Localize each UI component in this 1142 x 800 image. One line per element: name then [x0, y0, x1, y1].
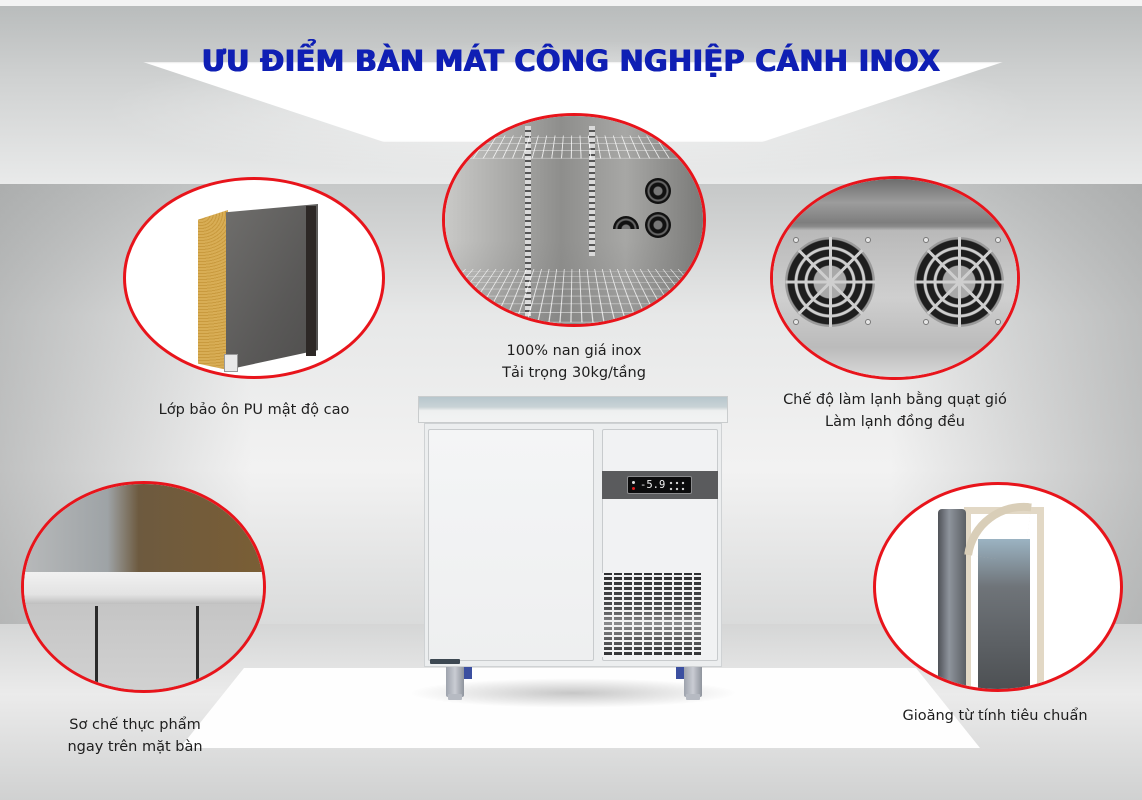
cooling-fans-image: [770, 176, 1020, 380]
product-refrigerated-counter: -5.9: [408, 396, 738, 708]
fan-icon: [645, 178, 671, 204]
cabinet-door: [428, 429, 594, 661]
shelf-rail: [525, 126, 531, 316]
interior-shelves-image: [442, 113, 706, 327]
cabinet-leg: [684, 667, 702, 700]
door-gap: [196, 606, 199, 690]
stainless-worktop: [418, 396, 728, 423]
panel-clip: [224, 354, 238, 372]
gasket-illustration: [938, 495, 1058, 689]
floor-light-reflection: [180, 668, 980, 748]
caption-fan-cooling: Chế độ làm lạnh bằng quạt gió Làm lạnh đ…: [740, 389, 1050, 433]
pu-panel-illustration: [198, 202, 318, 372]
panel-frame: [306, 206, 316, 356]
caption-line: 100% nan giá inox: [506, 343, 642, 359]
shelf-rail: [589, 126, 595, 256]
pu-foam-layer: [198, 210, 228, 370]
fan-icon: [914, 237, 1004, 327]
caption-line: Sơ chế thực phẩm: [69, 717, 201, 733]
caption-line: Gioăng từ tính tiêu chuẩn: [902, 708, 1088, 724]
door-gap: [95, 606, 98, 690]
screw-icon: [793, 237, 799, 243]
gasket-peeled-corner: [964, 495, 1032, 563]
screw-icon: [923, 237, 929, 243]
caption-line: ngay trên mặt bàn: [67, 739, 203, 755]
leg-bracket: [464, 667, 472, 679]
screw-icon: [865, 319, 871, 325]
cabinet-leg: [446, 667, 464, 700]
counter-top-surface: [24, 572, 263, 604]
fan-icon: [613, 216, 639, 229]
countertop-image: [21, 481, 266, 693]
gasket-image: [873, 482, 1123, 692]
wire-shelf-bottom: [445, 269, 703, 323]
caption-magnetic-gasket: Gioăng từ tính tiêu chuẩn: [862, 705, 1128, 727]
caption-line: Làm lạnh đồng đều: [825, 414, 965, 430]
caption-stainless-shelves: 100% nan giá inox Tải trọng 30kg/tầng: [442, 340, 706, 384]
ventilation-grille: [602, 573, 701, 657]
screw-icon: [923, 319, 929, 325]
leg-bracket: [676, 667, 684, 679]
caption-food-prep-top: Sơ chế thực phẩm ngay trên mặt bàn: [40, 714, 230, 758]
caption-line: Chế độ làm lạnh bằng quạt gió: [783, 392, 1007, 408]
screw-icon: [793, 319, 799, 325]
screw-icon: [865, 237, 871, 243]
screw-icon: [995, 237, 1001, 243]
temperature-reading: -5.9: [640, 479, 666, 491]
caption-pu-insulation: Lớp bảo ôn PU mật độ cao: [123, 399, 385, 421]
screw-icon: [995, 319, 1001, 325]
status-led-icon: [632, 481, 635, 484]
top-strip: [0, 0, 1142, 6]
panel-face: [226, 204, 318, 370]
caption-line: Lớp bảo ôn PU mật độ cao: [158, 402, 350, 418]
page-title: ƯU ĐIỂM BÀN MÁT CÔNG NGHIỆP CÁNH INOX: [201, 44, 941, 78]
fan-icon: [785, 237, 875, 327]
power-led-icon: [632, 487, 635, 490]
wire-shelf-top: [445, 135, 703, 159]
temperature-display: -5.9: [627, 476, 692, 494]
door-inner-panel: [978, 539, 1030, 689]
counter-front: [24, 604, 263, 690]
door-handle: [430, 659, 460, 664]
pu-insulation-image: [123, 177, 385, 379]
door-edge: [938, 509, 966, 689]
gasket-seal: [964, 507, 1044, 689]
control-buttons: [669, 481, 685, 491]
caption-line: Tải trọng 30kg/tầng: [502, 365, 646, 381]
fan-icon: [645, 212, 671, 238]
